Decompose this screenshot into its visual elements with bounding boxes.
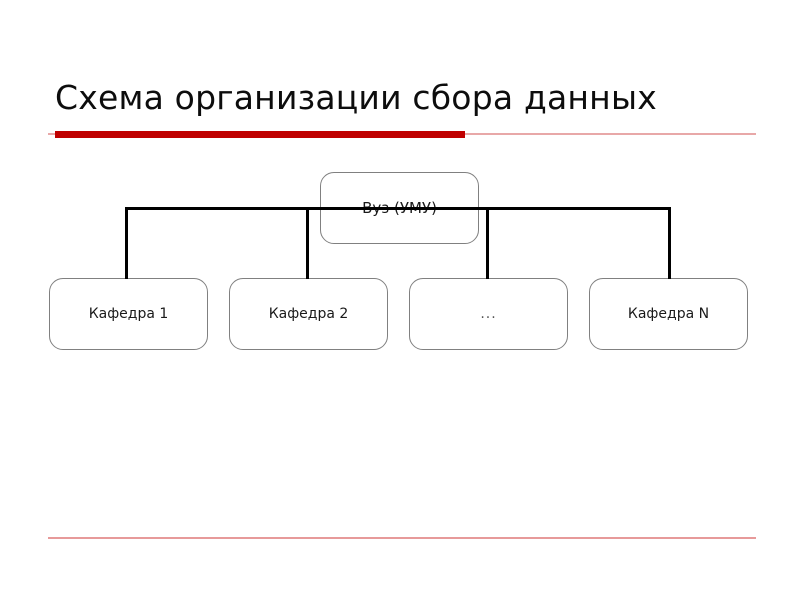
org-node-department-ellipsis: ... xyxy=(409,278,568,350)
org-node-department-ellipsis-label: ... xyxy=(480,306,497,322)
org-node-department-1-label: Кафедра 1 xyxy=(88,306,169,322)
connector-vertical-4 xyxy=(668,207,671,279)
page-title: Схема организации сбора данных xyxy=(55,78,657,117)
connector-horizontal-bus xyxy=(125,207,671,210)
org-node-department-n-label: Кафедра N xyxy=(627,306,710,322)
org-node-department-n: Кафедра N xyxy=(589,278,748,350)
connector-vertical-2 xyxy=(306,207,309,279)
org-node-department-2: Кафедра 2 xyxy=(229,278,388,350)
org-node-department-2-label: Кафедра 2 xyxy=(268,306,349,322)
org-node-department-1: Кафедра 1 xyxy=(49,278,208,350)
connector-vertical-3 xyxy=(486,207,489,279)
connector-vertical-1 xyxy=(125,207,128,279)
footer-divider xyxy=(48,537,756,539)
title-underline-accent xyxy=(55,131,465,138)
